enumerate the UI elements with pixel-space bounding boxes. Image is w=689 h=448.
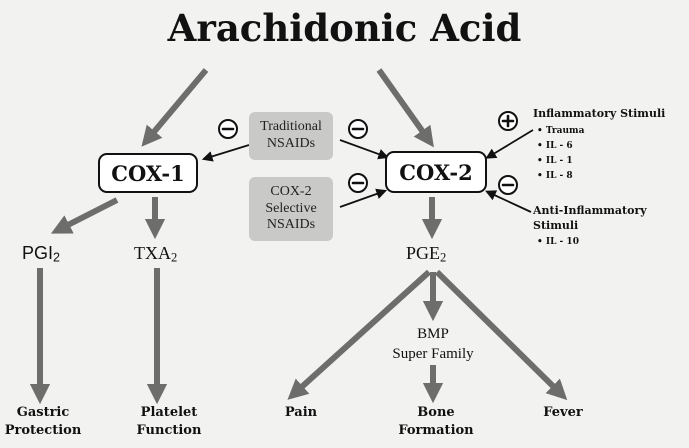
inflammatory-item-trauma: • Trauma [537, 126, 585, 136]
anti-inflammatory-item-il10: • IL - 10 [537, 237, 579, 247]
cox1-label: COX-1 [111, 160, 185, 186]
selective-nsaids-box: COX-2 Selective NSAIDs [249, 177, 333, 241]
cox1-box: COX-1 [98, 153, 198, 193]
gastric-protection-label: Gastric Protection [4, 405, 82, 439]
inhibit-arrow-selective-cox2 [339, 188, 388, 208]
traditional-nsaids-line2: NSAIDs [266, 136, 316, 151]
traditional-nsaids-line1: Traditional [260, 119, 322, 135]
diagram-title: Arachidonic Acid [167, 6, 522, 50]
pge2-label: PGE2 [406, 243, 447, 265]
anti-inflammatory-heading: Anti-Inflammatory Stimuli [533, 204, 647, 232]
inflammatory-item-il1: • IL - 1 [537, 156, 573, 166]
arrow-cox1-to-pgi2 [50, 197, 119, 234]
traditional-nsaids-box: Traditional NSAIDs [249, 112, 333, 160]
selective-nsaids-line1: COX-2 [270, 183, 312, 199]
pgi2-label: PGI2 [22, 243, 61, 265]
inhibit-arrow-anti-inflammatory [485, 190, 532, 213]
arrow-pge2-to-pain [287, 269, 432, 400]
txa2-label: TXA2 [134, 243, 178, 265]
platelet-function-label: Platelet Function [136, 405, 202, 439]
arrow-aa-to-cox2 [376, 68, 434, 148]
cox2-box: COX-2 [385, 151, 487, 193]
bmp-label: BMP Super Family [392, 326, 474, 362]
inflammatory-stimuli-heading: Inflammatory Stimuli [533, 107, 666, 120]
pain-label: Pain [284, 405, 318, 420]
selective-nsaids-line2: Selective [265, 200, 317, 216]
bone-formation-label: Bone Formation [398, 405, 474, 439]
cox2-label: COX-2 [399, 159, 473, 185]
stimulate-arrow-inflammatory [485, 129, 534, 159]
arrow-aa-to-cox1 [141, 68, 209, 147]
inhibit-arrow-nsaid-cox2 [339, 139, 390, 160]
arrow-pge2-to-fever [434, 269, 568, 401]
selective-nsaids-line3: NSAIDs [266, 217, 316, 233]
inflammatory-item-il6: • IL - 6 [537, 141, 573, 151]
inflammatory-item-il8: • IL - 8 [537, 171, 573, 181]
inhibit-arrow-nsaid-cox1 [201, 144, 250, 162]
fever-label: Fever [543, 405, 583, 420]
